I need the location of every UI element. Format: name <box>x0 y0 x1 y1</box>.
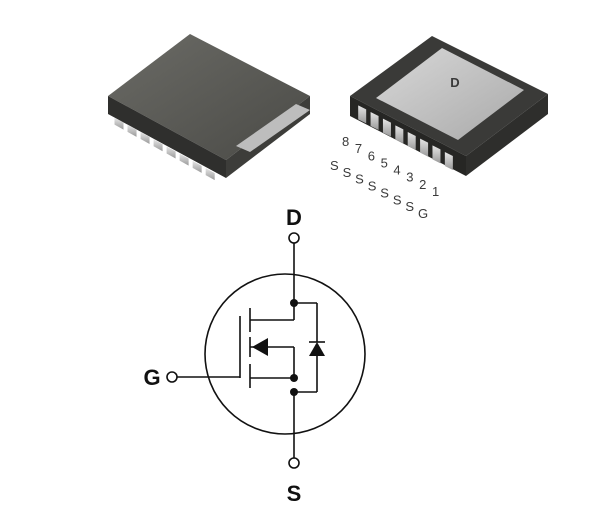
package-top-lead <box>192 160 202 173</box>
pin-function-label: S <box>343 165 352 180</box>
diode-triangle-icon <box>309 342 325 356</box>
pin-function-label: S <box>393 192 402 207</box>
package-bottom-pad <box>432 145 441 164</box>
pin-function-label: G <box>418 206 428 221</box>
package-top-lead <box>205 168 215 181</box>
pin-number-label: 6 <box>368 148 375 163</box>
drain-label: D <box>286 205 302 230</box>
package-bottom-pad <box>420 138 429 157</box>
pin-number-label: 8 <box>342 134 349 149</box>
gate-terminal[interactable] <box>166 371 178 383</box>
package-bottom-pad <box>370 112 379 130</box>
package-bottom-pad <box>358 105 367 124</box>
package-top-face <box>108 34 310 160</box>
package-top-lead <box>140 132 150 145</box>
package-top-view <box>108 34 310 181</box>
package-tab <box>236 104 310 152</box>
package-top-lead <box>153 139 163 152</box>
gate-label: G <box>143 365 160 390</box>
package-top-leads <box>114 117 215 181</box>
pin-number-label: 5 <box>381 155 388 170</box>
pin-function-label: S <box>405 199 414 214</box>
drain-pad-label: D <box>450 75 459 90</box>
package-side-left <box>108 96 226 178</box>
package-bottom-pad <box>407 132 416 150</box>
symbol-circle <box>204 273 366 435</box>
package-bottom-pad <box>395 125 404 144</box>
package-top-lead <box>127 124 137 137</box>
package-top-lead <box>179 153 189 166</box>
package-bottom-body-side-right <box>466 94 548 176</box>
package-bottom-leads <box>358 105 453 170</box>
pin-number-label: 2 <box>419 177 426 192</box>
drain-terminal[interactable] <box>288 232 300 244</box>
source-label: S <box>287 481 302 506</box>
mosfet-symbol <box>166 232 366 469</box>
package-top-lead <box>114 117 124 130</box>
pin-number-label: 1 <box>432 184 439 199</box>
pin-function-label: S <box>355 172 364 187</box>
pin-number-label: 3 <box>406 170 413 185</box>
pin-number-label: 7 <box>355 141 362 156</box>
package-top-lead <box>166 146 176 159</box>
body-arrow-icon <box>252 338 268 356</box>
source-terminal[interactable] <box>288 457 300 469</box>
pin-function-label: S <box>330 158 339 173</box>
pin-function-label: S <box>368 179 377 194</box>
package-bottom-pad <box>444 152 453 170</box>
pin-function-label: S <box>380 185 389 200</box>
drain-pad <box>376 48 524 140</box>
pin-number-label: 4 <box>393 163 400 178</box>
package-bottom-pad <box>382 118 391 137</box>
